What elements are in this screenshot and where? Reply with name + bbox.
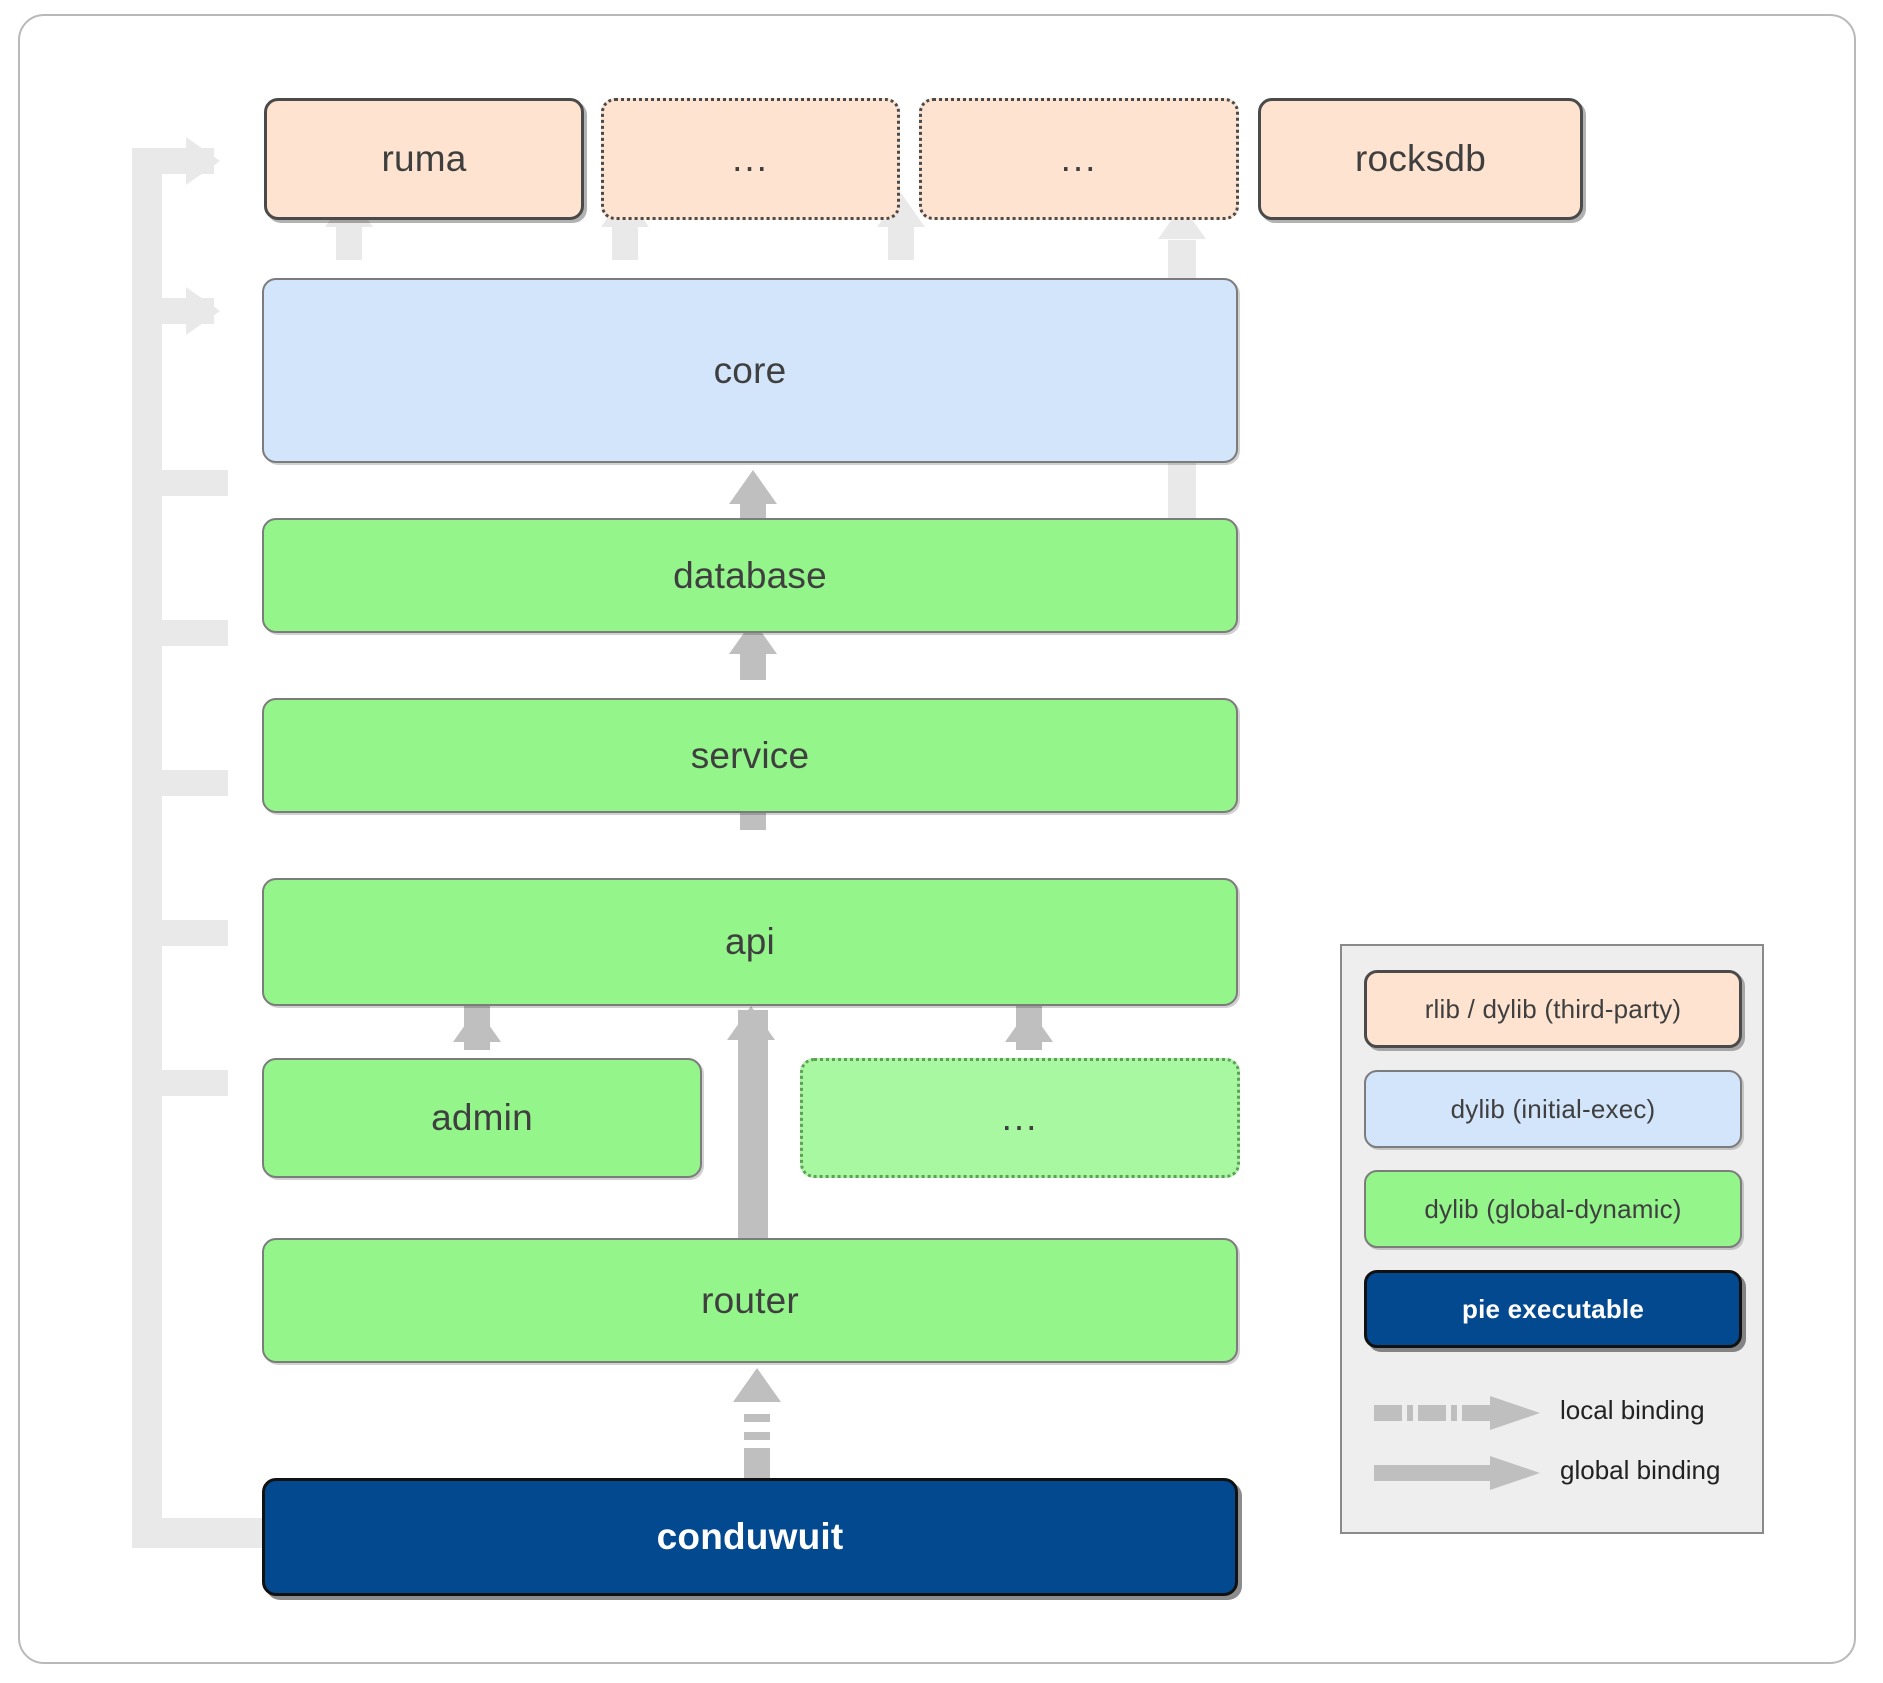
edge-conduwuit-router-local-seg3: [744, 1414, 770, 1422]
legend-row-global-binding: global binding: [1364, 1442, 1748, 1498]
legend-swatch-third-party: rlib / dylib (third-party): [1364, 970, 1742, 1048]
node-rocksdb[interactable]: rocksdb: [1258, 98, 1583, 220]
node-router-label: router: [701, 1279, 799, 1321]
node-core-label: core: [713, 349, 787, 391]
node-api-extra[interactable]: ...: [800, 1058, 1240, 1178]
node-api-extra-label: ...: [1001, 1096, 1039, 1138]
node-third-party-2-label: ...: [1060, 137, 1098, 179]
edge-conduwuit-router-local-arrowhead: [733, 1368, 781, 1402]
node-database[interactable]: database: [262, 518, 1238, 633]
legend-swatch-third-party-label: rlib / dylib (third-party): [1424, 993, 1682, 1024]
legend-global-binding-label: global binding: [1560, 1454, 1721, 1485]
edge-conduwuit-ruma-arrowhead: [186, 137, 220, 185]
node-core[interactable]: core: [262, 278, 1238, 463]
node-conduwuit-label: conduwuit: [656, 1516, 844, 1557]
edge-conduwuit-router-local-seg2: [744, 1432, 770, 1440]
edge-conduwuit-router-line: [162, 1070, 228, 1096]
legend-panel: rlib / dylib (third-party) dylib (initia…: [1340, 944, 1764, 1534]
node-database-label: database: [673, 554, 827, 596]
node-ruma[interactable]: ruma: [264, 98, 584, 220]
node-third-party-1[interactable]: ...: [601, 98, 900, 220]
global-binding-arrow-icon: [1374, 1456, 1544, 1490]
edge-router-api-arrowhead: [727, 1006, 775, 1040]
edge-core-third1-stem: [612, 222, 638, 260]
edge-core-ruma-stem: [336, 222, 362, 260]
edge-conduwuit-database-line: [162, 470, 228, 496]
edge-conduwuit-service-line: [162, 620, 228, 646]
node-admin-label: admin: [431, 1097, 533, 1138]
legend-row-local-binding: local binding: [1364, 1382, 1748, 1438]
node-conduwuit[interactable]: conduwuit: [262, 1478, 1238, 1596]
legend-swatch-global-dynamic: dylib (global-dynamic): [1364, 1170, 1742, 1248]
legend-swatch-pie-executable-label: pie executable: [1462, 1293, 1644, 1324]
edge-admin-api-arrowhead: [453, 1008, 501, 1042]
edge-conduwuit-api-line: [162, 770, 228, 796]
edge-apiextra-api-arrowhead: [1005, 1008, 1053, 1042]
legend-swatch-initial-exec-label: dylib (initial-exec): [1450, 1093, 1656, 1124]
node-api[interactable]: api: [262, 878, 1238, 1006]
node-rocksdb-label: rocksdb: [1355, 138, 1486, 179]
node-ruma-label: ruma: [381, 138, 467, 179]
legend-swatch-global-dynamic-label: dylib (global-dynamic): [1424, 1193, 1682, 1224]
node-service-label: service: [690, 734, 810, 776]
node-third-party-2[interactable]: ...: [919, 98, 1239, 220]
node-router[interactable]: router: [262, 1238, 1238, 1363]
edge-conduwuit-router-local-seg1: [744, 1448, 770, 1478]
legend-swatch-initial-exec: dylib (initial-exec): [1364, 1070, 1742, 1148]
node-third-party-1-label: ...: [732, 137, 769, 179]
edge-conduwuit-trunk-bottom: [132, 1518, 262, 1548]
edge-service-database-stem: [740, 650, 766, 680]
node-service[interactable]: service: [262, 698, 1238, 813]
edge-router-api-stem: [738, 1010, 768, 1240]
node-admin[interactable]: admin: [262, 1058, 702, 1178]
edge-core-third2-stem: [888, 222, 914, 260]
edge-conduwuit-core-arrowhead: [186, 287, 220, 335]
node-api-label: api: [725, 921, 775, 962]
edge-conduwuit-admin-line: [162, 920, 228, 946]
edge-conduwuit-trunk-vertical: [132, 148, 162, 1548]
legend-local-binding-label: local binding: [1560, 1394, 1705, 1425]
legend-swatch-pie-executable: pie executable: [1364, 1270, 1742, 1348]
edge-database-core-arrowhead: [729, 470, 777, 504]
local-binding-arrow-icon: [1374, 1396, 1544, 1430]
